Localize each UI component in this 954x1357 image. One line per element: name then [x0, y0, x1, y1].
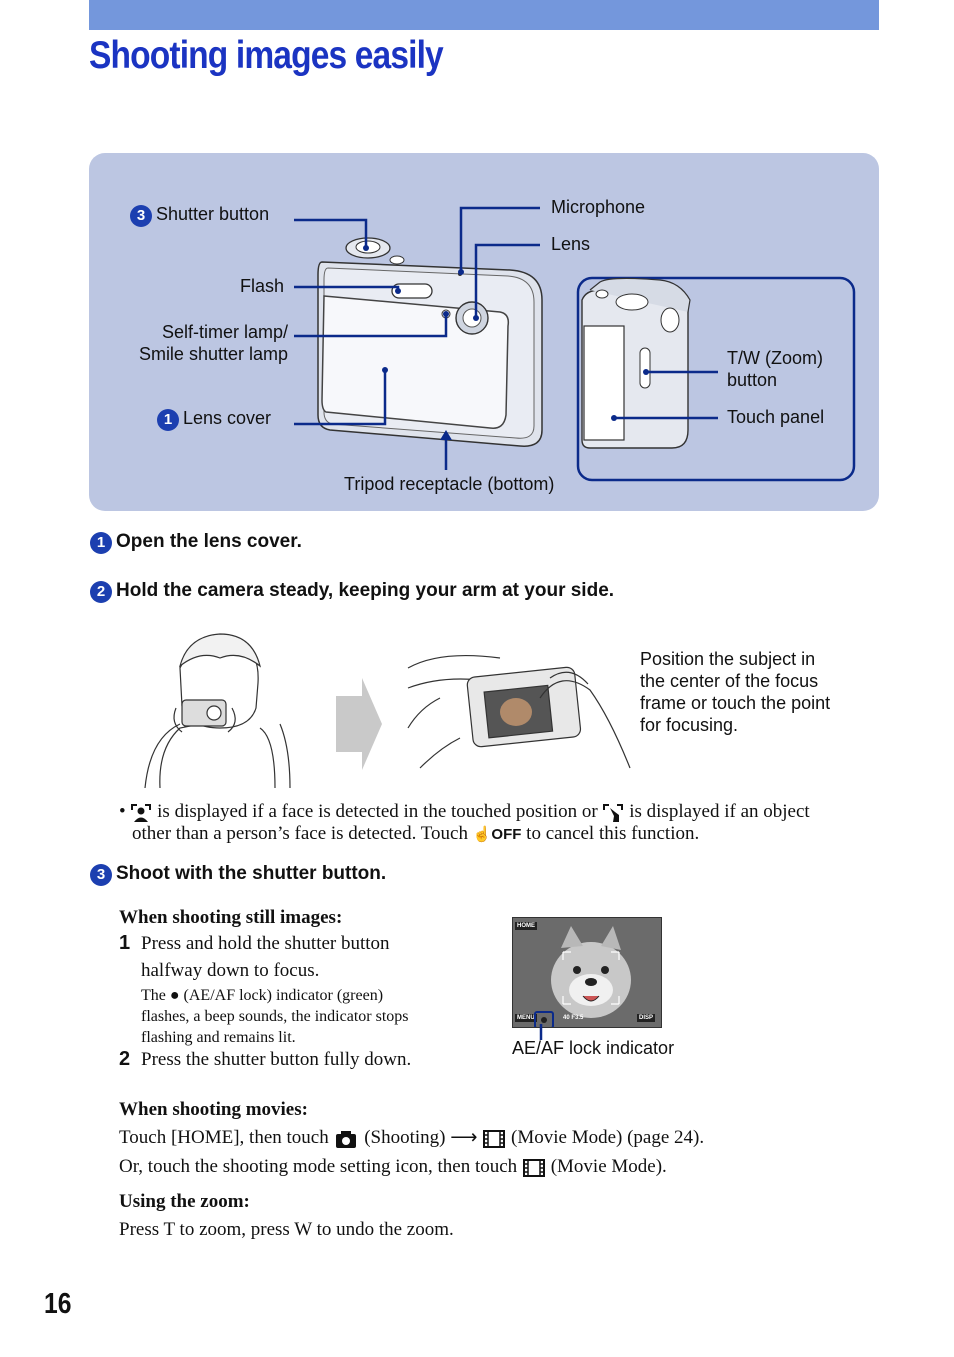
step-3-badge: 3 — [90, 864, 112, 886]
lens-cover-label: 1 Lens cover — [157, 408, 271, 431]
leader-lines — [294, 206, 718, 470]
dog-photo-illustration — [513, 918, 661, 1027]
tripod-label: Tripod receptacle (bottom) — [344, 474, 555, 494]
tw-zoom-label-2: button — [727, 370, 778, 390]
movies-heading: When shooting movies: — [119, 1099, 308, 1120]
object-frame-icon — [603, 803, 624, 822]
step-1-badge: 1 — [157, 409, 179, 431]
arrow-right-icon — [336, 678, 382, 770]
camera-shooting-icon — [336, 1130, 357, 1148]
ae-af-leader-line — [539, 1024, 543, 1040]
lens-label: Lens — [551, 234, 591, 254]
menu-button[interactable]: MENU — [515, 1014, 537, 1022]
disp-button[interactable]: DISP — [637, 1014, 656, 1022]
face-detect-note-line-1: • is displayed if a face is detected in … — [119, 801, 810, 822]
ae-af-lock-icon: ● — [169, 987, 180, 1004]
page-number: 16 — [44, 1288, 72, 1320]
header-accent-bar — [89, 0, 879, 30]
flash-label: Flash — [240, 276, 285, 296]
step-1: 1 Open the lens cover. — [90, 531, 302, 554]
hold-caption-3: frame or touch the point — [640, 693, 831, 713]
ae-af-lock-icon — [541, 1017, 547, 1023]
still-item-2: 2 — [119, 1048, 131, 1070]
still-item-1-line-2: halfway down to focus. — [141, 960, 320, 981]
hold-caption-1: Position the subject in — [640, 649, 816, 669]
self-timer-label-2: Smile shutter lamp — [138, 344, 288, 364]
touch-panel-label: Touch panel — [727, 407, 825, 427]
hold-caption-2: the center of the focus — [640, 671, 819, 691]
zoom-text: Press T to zoom, press W to undo the zoo… — [119, 1219, 454, 1240]
movies-line-1: Touch [HOME], then touch (Shooting) ⟶ (M… — [119, 1127, 705, 1148]
home-button[interactable]: HOME — [515, 922, 537, 930]
touch-off-icon: ☝OFF — [472, 826, 522, 843]
still-item-1-note-2: flashes, a beep sounds, the indicator st… — [141, 1008, 409, 1025]
camera-diagram-illustration — [294, 206, 856, 482]
zoom-heading: Using the zoom: — [119, 1191, 250, 1212]
hold-caption-4: for focusing. — [640, 715, 739, 735]
bullet: • — [119, 801, 126, 822]
movie-mode-icon — [522, 1158, 545, 1177]
still-item-2-text: Press the shutter button fully down. — [141, 1049, 412, 1070]
step-3-text: Shoot with the shutter button. — [116, 863, 387, 884]
arrow-right-icon: ⟶ — [450, 1127, 478, 1148]
still-item-1-line-1: Press and hold the shutter button — [141, 933, 390, 954]
still-item-1: 1 — [119, 932, 131, 954]
tw-zoom-label-1: T/W (Zoom) — [727, 348, 823, 368]
lcd-screen-illustration: HOME MENU DISP 40 F3.5 — [512, 917, 662, 1028]
face-detect-note-line-2: other than a person’s face is detected. … — [132, 823, 700, 844]
page-title: Shooting images easily — [89, 34, 444, 77]
ae-af-lock-caption: AE/AF lock indicator — [512, 1038, 675, 1058]
still-item-1-note-3: flashing and remains lit. — [141, 1029, 296, 1046]
camera-front-illustration — [317, 237, 543, 447]
self-timer-label-1: Self-timer lamp/ — [161, 322, 288, 342]
camera-back-illustration — [576, 276, 856, 482]
still-item-1-note-1: The ● (AE/AF lock) indicator (green) — [141, 987, 384, 1004]
shutter-button-label: 3 Shutter button — [130, 204, 269, 227]
step-2: 2 Hold the camera steady, keeping your a… — [90, 580, 614, 603]
step-1-badge: 1 — [90, 532, 112, 554]
microphone-label: Microphone — [551, 197, 646, 217]
step-2-text: Hold the camera steady, keeping your arm… — [116, 580, 615, 601]
step-3: 3 Shoot with the shutter button. — [90, 863, 386, 886]
movie-mode-icon — [483, 1129, 506, 1148]
step-1-text: Open the lens cover. — [116, 531, 302, 552]
shutter-aperture-readout: 40 F3.5 — [563, 1015, 584, 1021]
still-heading: When shooting still images: — [119, 907, 343, 928]
step-3-badge: 3 — [130, 205, 152, 227]
movies-line-2: Or, touch the shooting mode setting icon… — [119, 1156, 667, 1177]
ae-af-lock-indicator — [534, 1011, 554, 1027]
face-frame-icon — [131, 803, 152, 822]
holding-camera-illustration — [144, 633, 631, 789]
step-2-badge: 2 — [90, 581, 112, 603]
